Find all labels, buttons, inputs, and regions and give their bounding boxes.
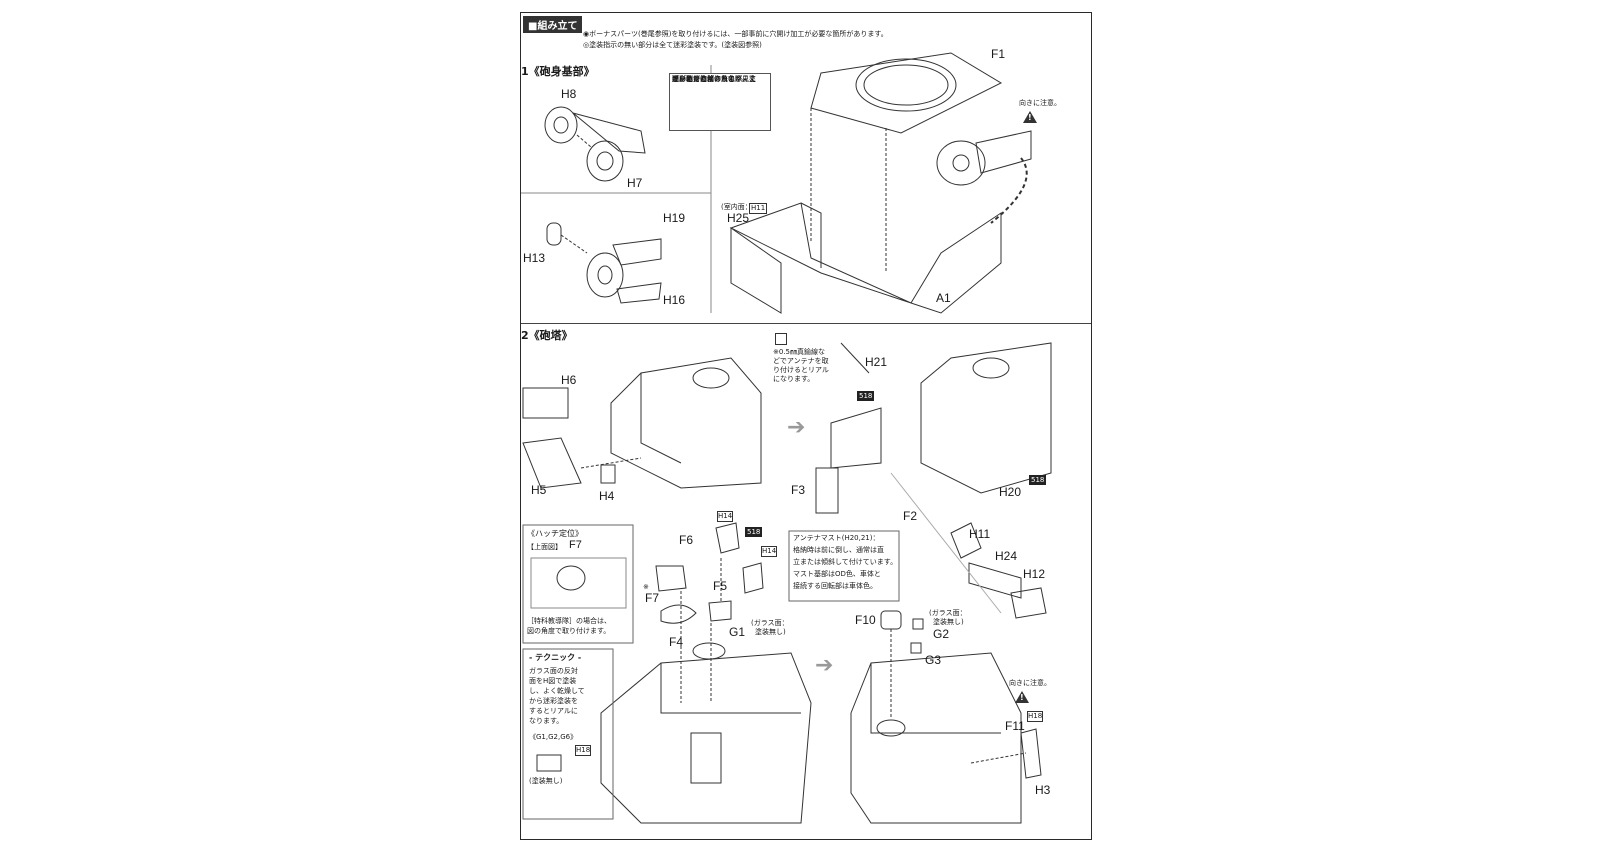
part-label-a1: A1 <box>936 291 951 305</box>
hatch-title: 《ハッチ定位》 <box>527 529 583 538</box>
hatch-view: 【上面図】 <box>527 543 562 551</box>
antenna-note-1: どでアンテナを取 <box>773 357 829 365</box>
asterisk-note: ※ <box>643 583 649 591</box>
antenna-note-0: ※0.5㎜真鍮線な <box>773 348 825 356</box>
technique-line-1: 面をH図で塗装 <box>529 677 577 685</box>
orientation-note-2: 向きに注意。 <box>1009 679 1051 687</box>
technique-line-3: から迷彩塗装を <box>529 697 578 705</box>
technique-title: - テクニック - <box>529 653 582 662</box>
step1-title: 1《砲身基部》 <box>521 65 595 78</box>
hatch-note-0: ［特科教導隊］の場合は、 <box>527 617 611 625</box>
paint-code-h14-a: H14 <box>717 511 734 522</box>
paint-code-h18-a: H18 <box>575 745 592 756</box>
part-label-f10: F10 <box>855 613 876 627</box>
antenna-box-2: 立または傾斜して付けています。 <box>793 558 898 566</box>
part-label-g1: G1 <box>729 625 746 639</box>
part-label-h5: H5 <box>531 483 547 497</box>
part-label-h24: H24 <box>995 549 1018 563</box>
section-header: ■組み立て <box>523 16 583 33</box>
orientation-note-1: 向きに注意。 <box>1019 99 1061 107</box>
part-label-f3: F3 <box>791 483 806 497</box>
barrel-callout: 砲身軸俯仰部： 迷彩色で塗装されています が、砲身の俯仰角の際、塗 膜が剥がれ地… <box>669 73 771 131</box>
part-label-f7-top: F7 <box>569 539 582 551</box>
part-label-h12: H12 <box>1023 567 1046 581</box>
antenna-box-4: 接続する回転部は車体色。 <box>793 582 877 590</box>
part-label-f4: F4 <box>669 635 684 649</box>
technique-line-0: ガラス面の反対 <box>529 667 578 675</box>
part-label-h7: H7 <box>627 176 643 190</box>
antenna-note-3: になります。 <box>773 375 815 383</box>
h25-paint-code: H11 <box>749 203 768 214</box>
g2-glass-note-1: 塗装無し) <box>933 618 964 626</box>
part-label-h11: H11 <box>969 527 991 541</box>
part-label-f5: F5 <box>713 579 728 593</box>
step2-title: 2《砲塔》 <box>521 329 573 342</box>
paint-code-518-c: 518 <box>745 527 763 537</box>
part-label-h21: H21 <box>865 355 888 369</box>
paint-note: ◎塗装指示の無い部分は全て迷彩塗装です。(塗装図参照) <box>583 41 762 49</box>
instruction-sheet: ■組み立て ◉ボーナスパーツ(巻尾参照)を取り付けるには、一部事前に穴開け加工が… <box>520 12 1092 840</box>
antenna-box-3: マスト基部はOD色、車体と <box>793 570 881 578</box>
paint-code-518-a: 518 <box>857 391 875 401</box>
technique-line-5: なります。 <box>529 717 564 725</box>
paint-code-518-b: 518 <box>1029 475 1047 485</box>
technique-line-4: するとリアルに <box>529 707 578 715</box>
next-step-arrow-icon-2: ➔ <box>815 653 834 678</box>
step-divider <box>521 323 1091 324</box>
technique-line-2: し、よく乾燥して <box>529 687 585 695</box>
technique-no-paint: (塗装無し) <box>529 777 563 785</box>
warning-icon-2: ! <box>1015 691 1029 703</box>
part-label-h20: H20 <box>999 485 1022 499</box>
part-label-h16: H16 <box>663 293 686 307</box>
part-label-g3: G3 <box>925 653 942 667</box>
part-label-h25: H25 <box>727 211 750 225</box>
h25-note: (室内面： <box>721 203 752 211</box>
part-label-h3: H3 <box>1035 783 1051 797</box>
part-label-f7: F7 <box>645 591 660 605</box>
antenna-box-0: アンテナマスト(H20,21)： <box>793 534 880 542</box>
part-label-g2: G2 <box>933 627 950 641</box>
paint-code-h18-b: H18 <box>1027 711 1044 722</box>
g2-glass-note-0: (ガラス面： <box>929 609 967 617</box>
bonus-parts-note: ◉ボーナスパーツ(巻尾参照)を取り付けるには、一部事前に穴開け加工が必要な箇所が… <box>583 30 888 38</box>
hatch-note-1: 図の角度で取り付けます。 <box>527 627 611 635</box>
next-step-arrow-icon: ➔ <box>787 415 806 440</box>
part-label-h4: H4 <box>599 489 615 503</box>
part-label-h19: H19 <box>663 211 686 225</box>
part-label-f1: F1 <box>991 47 1006 61</box>
part-label-h8: H8 <box>561 87 577 101</box>
paint-code-h14-b: H14 <box>761 546 778 557</box>
part-label-f2: F2 <box>903 509 918 523</box>
antenna-note-2: り付けるとリアル <box>773 366 829 374</box>
warning-icon: ! <box>1023 111 1037 123</box>
g1-glass-note-1: 塗装無し) <box>755 628 786 636</box>
part-label-f6: F6 <box>679 533 694 547</box>
part-label-h6: H6 <box>561 373 577 387</box>
g1-glass-note-0: (ガラス面： <box>751 619 789 627</box>
paint-swatch-icon <box>775 333 787 345</box>
part-label-f11: F11 <box>1005 719 1025 733</box>
antenna-box-1: 格納時は前に倒し、通常は直 <box>793 546 884 554</box>
technique-parts: 《G1,G2,G6》 <box>529 733 578 741</box>
assembly-line-art <box>521 52 1052 824</box>
part-label-h13: H13 <box>523 251 546 265</box>
